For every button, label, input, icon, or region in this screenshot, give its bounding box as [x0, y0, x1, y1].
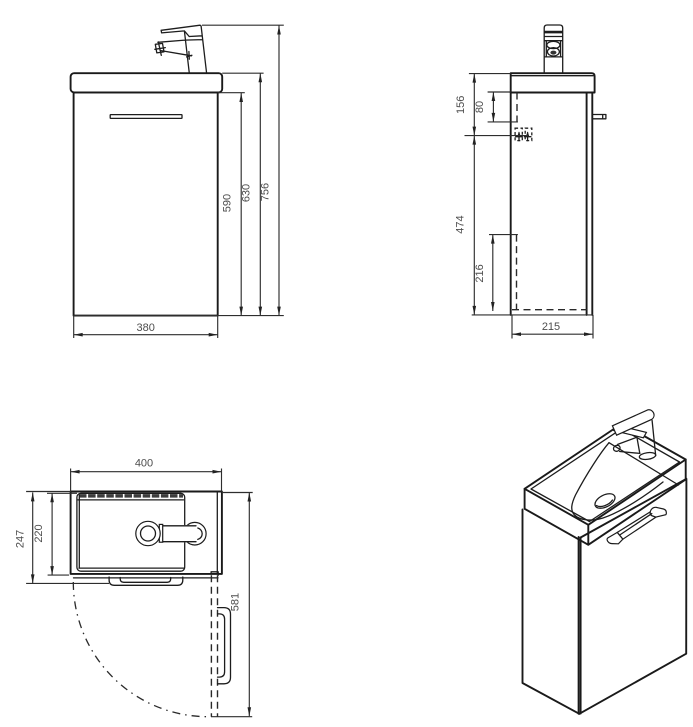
- svg-text:215: 215: [542, 321, 560, 333]
- svg-text:590: 590: [221, 194, 233, 212]
- svg-text:80: 80: [474, 101, 486, 113]
- svg-text:220: 220: [33, 524, 45, 542]
- svg-text:216: 216: [474, 264, 486, 282]
- svg-text:156: 156: [455, 96, 467, 114]
- svg-text:581: 581: [229, 593, 241, 611]
- svg-text:380: 380: [137, 322, 155, 334]
- svg-text:630: 630: [240, 184, 252, 202]
- svg-text:247: 247: [14, 530, 26, 548]
- svg-text:400: 400: [135, 458, 153, 470]
- svg-text:756: 756: [260, 183, 272, 201]
- svg-text:474: 474: [455, 215, 467, 233]
